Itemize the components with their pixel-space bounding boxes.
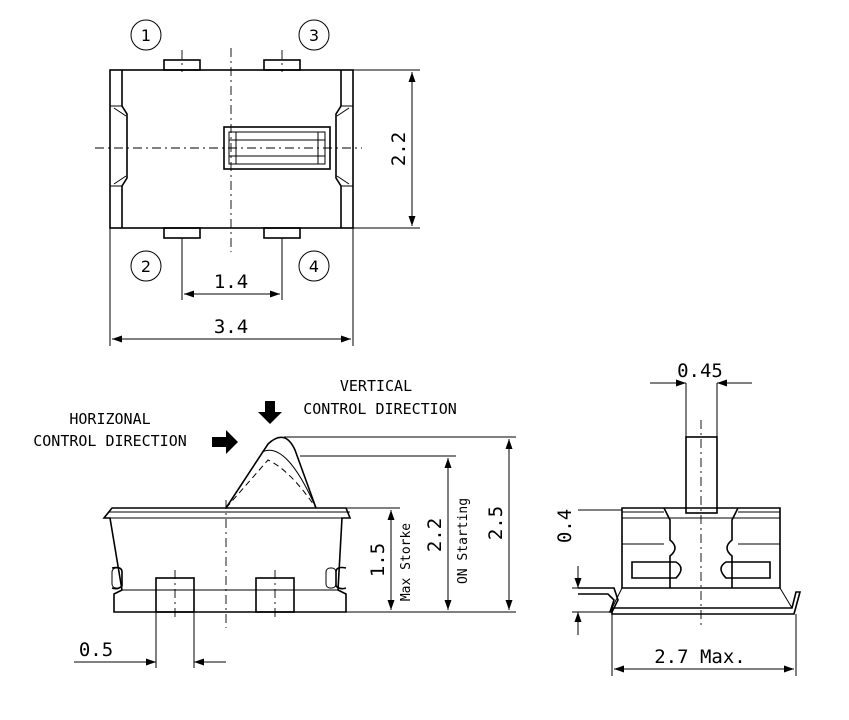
dim-top-height: 2.2 [388,132,410,166]
pin-1-marker: 1 [130,19,162,51]
pin-4-label: 4 [309,257,319,276]
top-body-outline [109,69,354,229]
dim-pin-pitch: 1.4 [214,271,248,293]
bottom-pin-2 [163,227,201,239]
side-view: HORIZONAL CONTROL DIRECTION VERTICAL CON… [33,377,516,668]
vertical-label-line2: CONTROL DIRECTION [303,400,457,418]
horizontal-label-line1: HORIZONAL [69,410,150,428]
vertical-label-line1: VERTICAL [340,377,412,395]
dim-on-start-label: ON Starting [456,498,471,584]
pin-1-label: 1 [141,26,151,45]
side-body-outline [102,507,352,613]
bottom-pin-4 [263,227,301,239]
down-arrow-icon [258,401,282,424]
end-terminal-strip [611,591,802,615]
dim-width-max: 2.7 Max. [654,646,746,668]
horizontal-label-line2: CONTROL DIRECTION [33,432,187,450]
pin-2-label: 2 [141,257,151,276]
dim-standoff: 0.4 [554,509,576,543]
pin-2-marker: 2 [130,250,162,282]
dim-on-start-value: 2.2 [424,518,446,552]
pin-3-label: 3 [309,26,319,45]
end-actuator [685,436,718,514]
end-view: 0.45 0.4 2.7 Max. [554,360,802,676]
pin-3-marker: 3 [298,19,330,51]
dim-max-stroke-value: 1.5 [367,543,389,577]
right-arrow-icon [212,430,238,454]
top-view: 1 3 2 4 [95,19,420,346]
dim-body-length: 3.4 [214,316,248,338]
dim-pin-width: 0.5 [79,639,113,661]
dim-overall-height: 2.5 [485,506,507,540]
slider-actuator [223,126,331,170]
dim-actuator-width: 0.45 [677,360,723,382]
pin-4-marker: 4 [298,250,330,282]
lever-outline [225,436,317,509]
dim-max-stroke-label: Max Storke [399,523,414,601]
